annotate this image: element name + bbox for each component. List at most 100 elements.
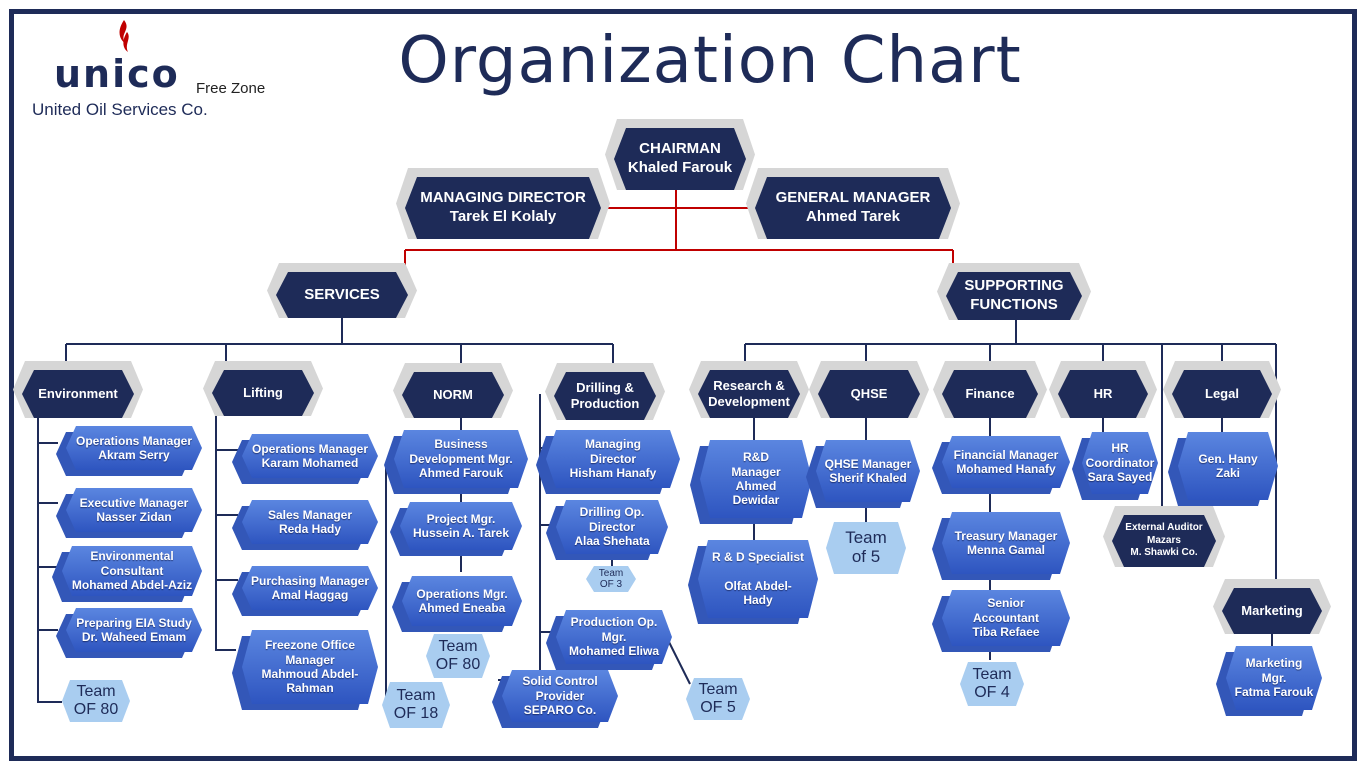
dept-rnd-label-2: Development — [708, 394, 790, 409]
logo-company-name: United Oil Services Co. — [32, 100, 208, 119]
dept-rnd-label-1: Research & — [713, 377, 785, 393]
rnd-mgr-name-1: Ahmed — [735, 479, 777, 493]
gm-role: GENERAL MANAGER — [775, 189, 931, 207]
fin-mgr-name: Mohamed Hanafy — [956, 462, 1056, 476]
team-environment: Team OF 80 — [62, 680, 130, 722]
dept-research-development: Research &Development — [698, 370, 800, 418]
dept-marketing: Marketing — [1222, 588, 1322, 634]
drl-do-name: Alaa Shehata — [574, 534, 650, 549]
md-role: MANAGING DIRECTOR — [420, 189, 586, 207]
chairman-role: CHAIRMAN — [639, 140, 721, 158]
team-drilling-label: Team OF 5 — [698, 681, 738, 716]
team-qhse-label: Team of 5 — [845, 528, 887, 566]
legal-name: Zaki — [1215, 466, 1240, 480]
drl-po-name: Mohamed Eliwa — [568, 644, 660, 659]
logo-free-zone: Free Zone — [196, 80, 266, 97]
team-norm: Team OF 80 — [426, 634, 490, 678]
dept-qhse: QHSE — [818, 370, 920, 418]
dept-environment: Environment — [22, 370, 134, 418]
lift-ops-name: Karam Mohamed — [261, 456, 359, 470]
drl-md-title-2: Director — [589, 451, 636, 466]
dept-legal: Legal — [1172, 370, 1272, 418]
dept-environment-label: Environment — [38, 385, 118, 401]
env-exec-name: Nasser Zidan — [96, 510, 172, 524]
dept-marketing-label: Marketing — [1241, 602, 1303, 618]
team-drilling: Team OF 5 — [686, 678, 750, 720]
lift-fz-title-1: Freezone Office — [264, 638, 355, 653]
norm-pm-name: Hussein A. Tarek — [412, 526, 510, 540]
role-drl-production-op-manager: Production Op.Mgr.Mohamed Eliwa — [556, 610, 672, 664]
rnd-spec-name-2: Hady — [743, 593, 773, 608]
dept-lifting-label: Lifting — [243, 384, 283, 400]
team-lifting-label: Team OF 18 — [393, 687, 439, 722]
fin-mgr-title: Financial Manager — [953, 447, 1059, 462]
hr-c-name: Sara Sayed — [1087, 470, 1153, 485]
role-norm-operations-manager: Operations Mgr.Ahmed Eneaba — [402, 576, 522, 626]
env-cons-title-1: Environmental — [90, 549, 174, 564]
fin-sa-title-1: Senior — [987, 596, 1025, 611]
norm-ops-title: Operations Mgr. — [416, 586, 508, 601]
dept-drilling-label-2: Production — [570, 396, 640, 411]
dept-finance-label: Finance — [965, 385, 1015, 401]
env-cons-name: Mohamed Abdel-Aziz — [71, 578, 193, 593]
env-ops-title: Operations Manager — [75, 433, 193, 448]
gm-name: Ahmed Tarek — [806, 208, 900, 225]
norm-bd-name: Ahmed Farouk — [418, 466, 503, 481]
flame-icon — [119, 20, 129, 52]
drl-sc-title-1: Solid Control — [522, 674, 598, 689]
logo-brand: unico — [54, 52, 180, 96]
dept-legal-label: Legal — [1205, 385, 1239, 401]
env-eia-title: Preparing EIA Study — [76, 615, 192, 630]
norm-bd-title-1: Business — [434, 437, 488, 452]
auditor-firm: Mazars — [1147, 534, 1181, 546]
page-title: Organization Chart — [398, 24, 1022, 98]
role-norm-project-manager: Project Mgr.Hussein A. Tarek — [400, 502, 522, 550]
dept-hr: HR — [1058, 370, 1148, 418]
team-norm-label: Team OF 80 — [435, 638, 481, 673]
rnd-mgr-title-1: R&D — [742, 450, 769, 465]
norm-ops-name: Ahmed Eneaba — [418, 601, 506, 615]
lift-purch-title: Purchasing Manager — [250, 573, 370, 588]
lift-fz-name-2: Rahman — [286, 681, 334, 696]
fin-sa-name: Tiba Refaee — [972, 625, 1040, 640]
env-ops-name: Akram Serry — [98, 448, 170, 462]
env-cons-title-2: Consultant — [100, 563, 164, 578]
chairman-name: Khaled Farouk — [627, 159, 733, 176]
drl-do-title-2: Director — [588, 519, 635, 534]
drl-sc-name: SEPARO Co. — [523, 703, 597, 718]
dept-qhse-label: QHSE — [850, 385, 888, 401]
lift-ops-title: Operations Manager — [251, 441, 369, 456]
rnd-mgr-title-2: Manager — [731, 464, 781, 479]
norm-pm-title: Project Mgr. — [426, 511, 496, 526]
team-drilling-small: Team OF 3 — [586, 566, 636, 592]
dept-drilling-production: Drilling &Production — [554, 372, 656, 420]
lift-purch-name: Amal Haggag — [271, 588, 349, 602]
company-logo: unico Free Zone United Oil Services Co. — [32, 18, 292, 128]
team-finance: Team OF 4 — [960, 662, 1024, 706]
lift-fz-title-2: Manager — [285, 652, 335, 667]
hr-c-title-1: HR — [1111, 441, 1129, 456]
drl-do-title-1: Drilling Op. — [579, 505, 645, 520]
rnd-spec-name-1: Olfat Abdel- — [724, 579, 792, 593]
norm-bd-title-2: Development Mgr. — [409, 451, 513, 466]
